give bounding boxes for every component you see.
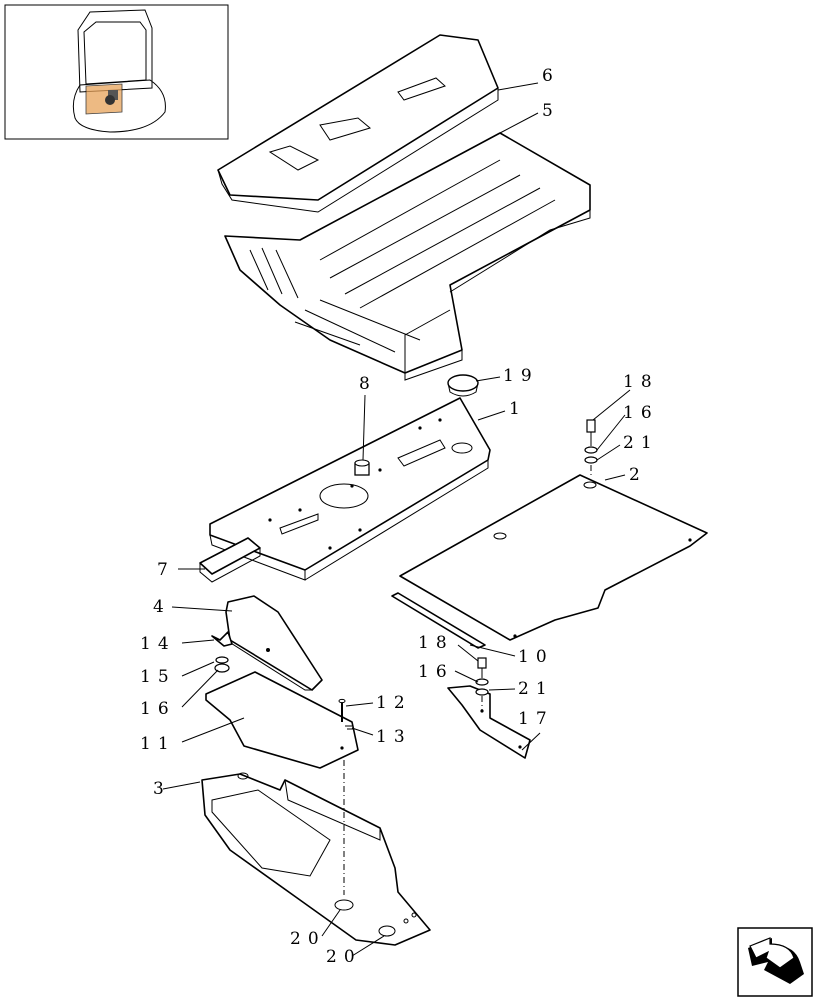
callout-10: 10: [518, 647, 554, 667]
callout-20-b: 20: [326, 947, 362, 967]
callout-15: 15: [140, 667, 176, 687]
callout-labels: 6 5 19 8 1 18 16 21 2 7 4 14 15 16 11 12…: [140, 66, 659, 967]
callout-6: 6: [542, 66, 560, 86]
callout-4: 4: [153, 597, 171, 617]
callout-3: 3: [153, 779, 171, 799]
callout-21-lower: 21: [518, 679, 554, 699]
part-3-guard: [201, 772, 431, 946]
callout-16-lower: 16: [418, 662, 454, 682]
part-17-bracket: [447, 685, 531, 759]
part-11-plate: [205, 671, 359, 769]
callout-14: 14: [140, 634, 176, 654]
callout-2: 2: [629, 465, 647, 485]
leader-lines: [162, 82, 631, 957]
part-5-floor-mat: [224, 132, 591, 381]
callout-18-lower: 18: [418, 633, 454, 653]
part-6-cover-mat: [217, 34, 499, 213]
part-12-13-pin: [338, 698, 354, 730]
callout-13: 13: [376, 727, 412, 747]
next-page-arrow-icon[interactable]: [737, 927, 813, 997]
callout-16-left: 16: [140, 699, 176, 719]
part-8-nut: [354, 459, 370, 476]
callout-7: 7: [157, 560, 175, 580]
callout-21-upper: 21: [623, 433, 659, 453]
callout-16-upper: 16: [623, 403, 659, 423]
callout-19: 19: [503, 366, 539, 386]
part-1-floor-plate: [209, 397, 491, 581]
part-19-grommet: [447, 374, 479, 397]
callout-20-a: 20: [290, 929, 326, 949]
callout-5: 5: [542, 101, 560, 121]
callout-12: 12: [376, 693, 412, 713]
cab-locator-thumbnail: [4, 4, 229, 140]
callout-11: 11: [140, 734, 176, 754]
parts-14-15-16-wing-bolt: [211, 631, 233, 673]
callout-18-upper: 18: [623, 372, 659, 392]
fastener-stack-upper: [584, 419, 598, 478]
part-2-panel: [399, 474, 708, 641]
callout-1: 1: [509, 399, 527, 419]
part-4-cover: [225, 595, 323, 691]
callout-17: 17: [518, 709, 554, 729]
callout-8: 8: [359, 374, 377, 394]
part-10-strip: [391, 592, 486, 649]
fastener-stack-lower: [475, 657, 489, 710]
